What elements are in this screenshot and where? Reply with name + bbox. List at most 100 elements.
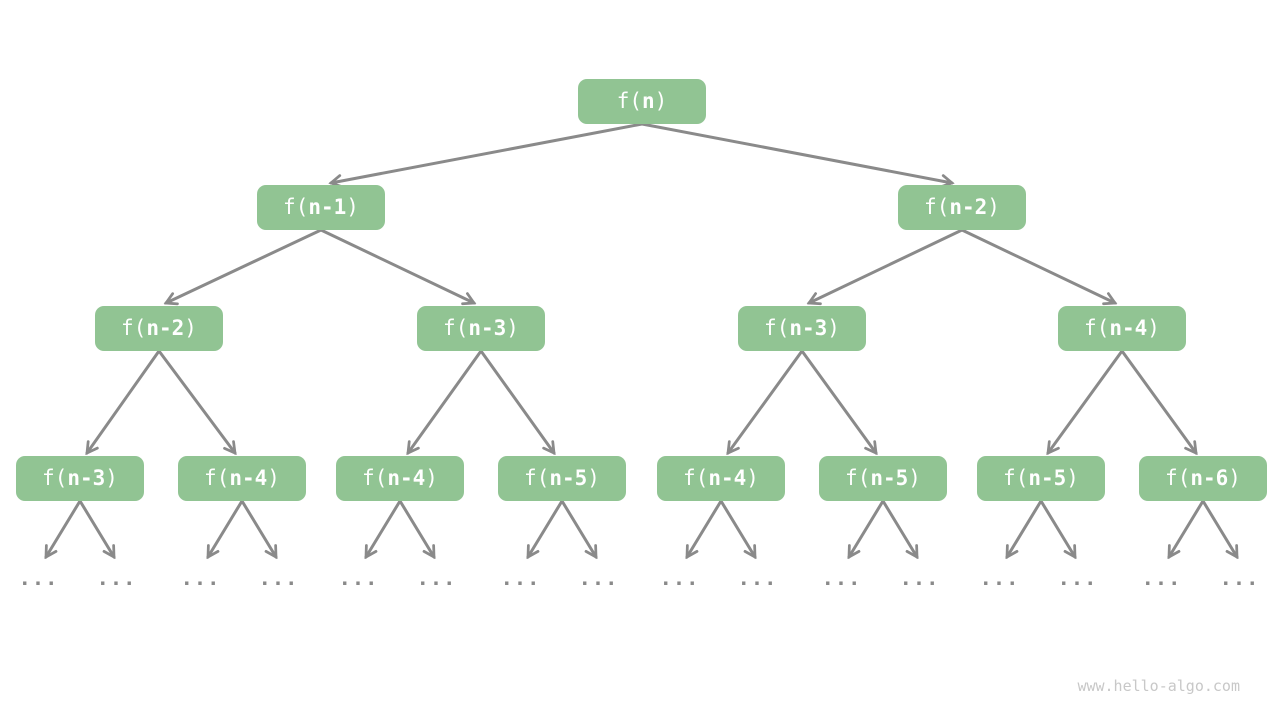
ellipsis: ... xyxy=(581,568,621,590)
tree-node-f-n-2: f(n-2) xyxy=(898,185,1026,230)
edge-arrow xyxy=(800,349,876,453)
node-label-suffix: ) xyxy=(827,316,840,340)
edge-arrow xyxy=(479,349,554,453)
ellipsis: ... xyxy=(662,568,702,590)
edge-arrow xyxy=(408,349,483,453)
tree-node-f-n: f(n) xyxy=(578,79,706,124)
ellipsis: ... xyxy=(740,568,780,590)
edge-arrow xyxy=(881,499,919,557)
edge-arrow xyxy=(87,349,161,453)
node-label-arg: n-5 xyxy=(549,466,588,490)
node-label-arg: n-5 xyxy=(870,466,909,490)
node-label-suffix: ) xyxy=(746,466,759,490)
node-label-arg: n-5 xyxy=(1028,466,1067,490)
node-label-suffix: ) xyxy=(184,316,197,340)
edge-arrow xyxy=(78,499,116,557)
node-label-prefix: f( xyxy=(443,316,469,340)
node-label-prefix: f( xyxy=(283,195,309,219)
node-label-suffix: ) xyxy=(1066,466,1079,490)
node-label-suffix: ) xyxy=(654,89,668,113)
node-label-suffix: ) xyxy=(908,466,921,490)
node-label-arg: n-3 xyxy=(67,466,106,490)
edge-arrow xyxy=(1048,349,1124,453)
ellipsis: ... xyxy=(261,568,301,590)
node-label-prefix: f( xyxy=(524,466,550,490)
ellipsis: ... xyxy=(902,568,942,590)
node-label-arg: n-1 xyxy=(308,195,347,219)
edge-arrow xyxy=(319,228,474,303)
edge-arrow xyxy=(1005,499,1043,557)
node-label-prefix: f( xyxy=(845,466,871,490)
node-label-suffix: ) xyxy=(425,466,438,490)
node-label-prefix: f( xyxy=(764,316,790,340)
edge-arrow xyxy=(331,122,644,183)
tree-node-f-n-5: f(n-5) xyxy=(819,456,947,501)
node-label-arg: n-4 xyxy=(1109,316,1148,340)
node-label-arg: n-4 xyxy=(708,466,747,490)
edge-arrow xyxy=(526,499,564,557)
edge-arrow xyxy=(1039,499,1077,557)
tree-node-f-n-6: f(n-6) xyxy=(1139,456,1267,501)
node-label-prefix: f( xyxy=(204,466,230,490)
ellipsis: ... xyxy=(419,568,459,590)
edge-arrow xyxy=(157,349,235,453)
node-label-arg: n-3 xyxy=(468,316,507,340)
node-label-arg: n-4 xyxy=(229,466,268,490)
node-label-suffix: ) xyxy=(1147,316,1160,340)
watermark: www.hello-algo.com xyxy=(1077,677,1240,695)
node-label-prefix: f( xyxy=(683,466,709,490)
node-label-prefix: f( xyxy=(42,466,68,490)
edge-arrow xyxy=(809,228,964,303)
node-label-arg: n-3 xyxy=(789,316,828,340)
tree-node-f-n-2: f(n-2) xyxy=(95,306,223,351)
tree-node-f-n-4: f(n-4) xyxy=(657,456,785,501)
ellipsis: ... xyxy=(21,568,61,590)
edge-arrow xyxy=(960,228,1115,303)
tree-node-f-n-4: f(n-4) xyxy=(178,456,306,501)
node-label-arg: n-2 xyxy=(146,316,185,340)
ellipsis: ... xyxy=(1144,568,1184,590)
edge-arrow xyxy=(1120,349,1196,453)
tree-node-f-n-5: f(n-5) xyxy=(977,456,1105,501)
tree-node-f-n-5: f(n-5) xyxy=(498,456,626,501)
edge-arrow xyxy=(685,499,723,557)
ellipsis: ... xyxy=(824,568,864,590)
node-label-suffix: ) xyxy=(587,466,600,490)
tree-node-f-n-3: f(n-3) xyxy=(417,306,545,351)
node-label-prefix: f( xyxy=(1084,316,1110,340)
edge-arrow xyxy=(398,499,436,557)
tree-node-f-n-4: f(n-4) xyxy=(336,456,464,501)
ellipsis: ... xyxy=(982,568,1022,590)
ellipsis: ... xyxy=(1060,568,1100,590)
edge-arrow xyxy=(640,122,952,183)
edge-arrow xyxy=(206,499,244,557)
edge-arrow xyxy=(1201,499,1239,557)
ellipsis: ... xyxy=(183,568,223,590)
node-label-prefix: f( xyxy=(924,195,950,219)
node-label-suffix: ) xyxy=(506,316,519,340)
ellipsis: ... xyxy=(503,568,543,590)
edge-arrow xyxy=(847,499,885,557)
node-label-prefix: f( xyxy=(616,89,642,113)
ellipsis: ... xyxy=(341,568,381,590)
edge-arrow xyxy=(560,499,598,557)
edge-arrow xyxy=(44,499,82,557)
node-label-arg: n-2 xyxy=(949,195,988,219)
tree-node-f-n-3: f(n-3) xyxy=(738,306,866,351)
node-label-suffix: ) xyxy=(105,466,118,490)
edge-arrow xyxy=(364,499,402,557)
edge-arrow xyxy=(1167,499,1205,557)
node-label-arg: n-6 xyxy=(1190,466,1229,490)
node-label-arg: n-4 xyxy=(387,466,426,490)
ellipsis: ... xyxy=(1222,568,1262,590)
node-label-prefix: f( xyxy=(362,466,388,490)
edge-arrow xyxy=(240,499,278,557)
edge-arrow xyxy=(166,228,323,303)
node-label-prefix: f( xyxy=(121,316,147,340)
node-label-prefix: f( xyxy=(1003,466,1029,490)
ellipsis: ... xyxy=(99,568,139,590)
tree-node-f-n-3: f(n-3) xyxy=(16,456,144,501)
tree-node-f-n-4: f(n-4) xyxy=(1058,306,1186,351)
